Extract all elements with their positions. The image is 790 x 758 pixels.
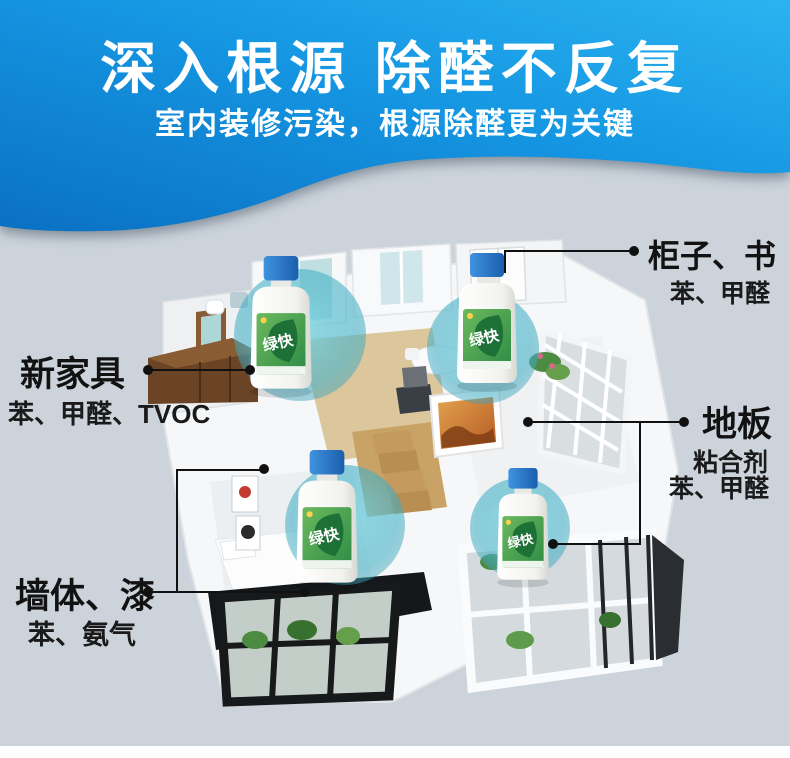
bottom-strip bbox=[0, 746, 790, 758]
callout-line-wall bbox=[176, 470, 178, 593]
callout-line-furniture bbox=[148, 369, 251, 371]
callout-dot-furniture bbox=[143, 365, 153, 375]
callout-sub-cabinet: 苯、甲醛 bbox=[670, 280, 771, 308]
callout-dot-floor bbox=[523, 417, 533, 427]
product-bottle: 绿快 bbox=[250, 256, 312, 398]
callout-dot-furniture bbox=[245, 365, 255, 375]
callout-label-wall: 墙体、漆 bbox=[15, 577, 156, 616]
callout-dot-cabinet bbox=[629, 246, 639, 256]
product-bottle: 绿快 bbox=[296, 450, 358, 592]
product-bottle: 绿快 bbox=[457, 253, 517, 392]
product-bottles: 绿快 绿快 绿快 bbox=[250, 253, 549, 592]
svg-text:绿快: 绿快 bbox=[506, 531, 534, 551]
page-subtitle: 室内装修污染，根源除醛更为关键 bbox=[155, 108, 635, 141]
page-title: 深入根源 除醛不反复 bbox=[100, 37, 690, 100]
callout-line-wall bbox=[148, 591, 308, 593]
callout-line-floor bbox=[553, 543, 641, 545]
header-banner bbox=[0, 0, 790, 232]
callout-dot-floor bbox=[548, 539, 558, 549]
callout-line-cabinet bbox=[504, 252, 506, 273]
callout-line-cabinet bbox=[504, 250, 636, 252]
callout-line-floor bbox=[639, 421, 641, 545]
callout-sub-floor: 粘合剂 bbox=[693, 449, 769, 477]
callout-dot-wall bbox=[300, 587, 310, 597]
callout-dot-floor bbox=[679, 417, 689, 427]
callout-sub-wall: 苯、氨气 bbox=[28, 620, 136, 650]
callout-line-wall bbox=[176, 469, 264, 471]
callout-sub-floor: 苯、甲醛 bbox=[669, 475, 770, 503]
callout-label-floor: 地板 bbox=[702, 405, 773, 444]
callout-dot-wall bbox=[143, 587, 153, 597]
callout-label-furniture: 新家具 bbox=[20, 355, 126, 394]
callout-label-cabinet: 柜子、书 bbox=[648, 238, 777, 274]
callout-line-floor bbox=[528, 421, 686, 423]
callout-dot-wall bbox=[259, 464, 269, 474]
header-wave-shape bbox=[0, 0, 790, 232]
callout-sub-furniture: 苯、甲醛、TVOC bbox=[8, 399, 211, 429]
product-bottle: 绿快 bbox=[497, 468, 549, 588]
